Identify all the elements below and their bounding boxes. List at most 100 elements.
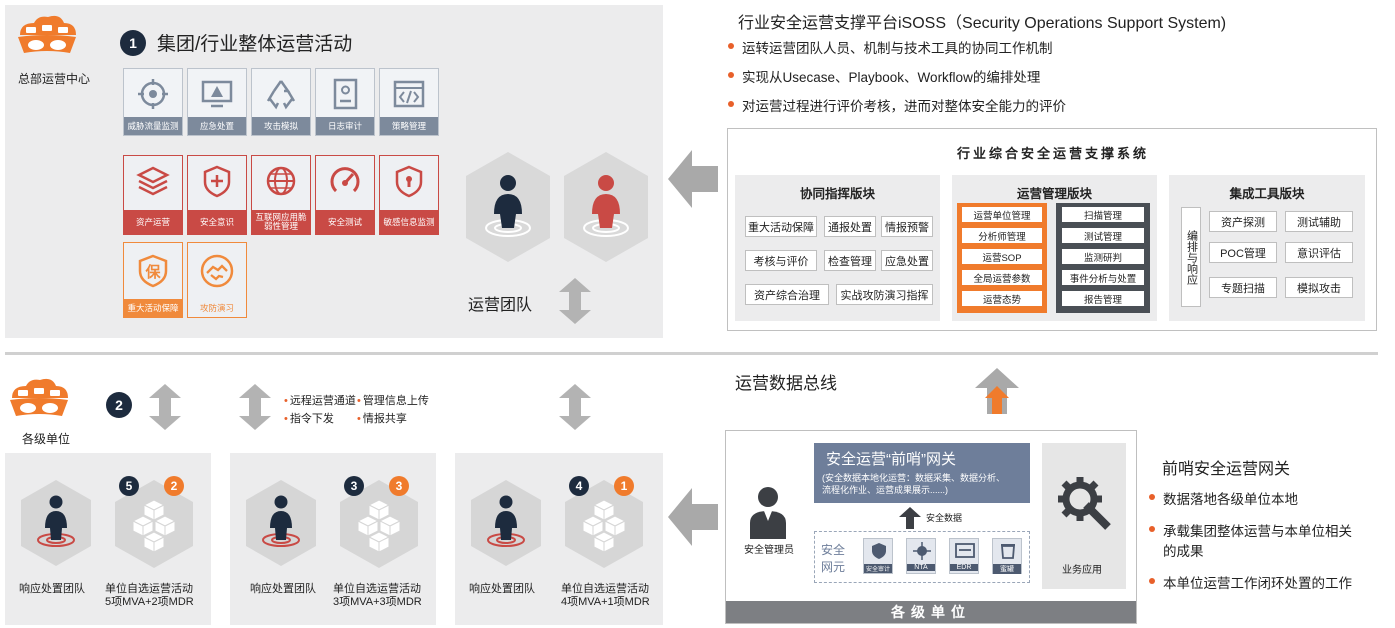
outpost-bullets-2: 本单位运营工作闭环处置的工作 [1149,572,1352,592]
gateway-box: 安全运营“前哨”网关 (安全数据本地化运营：数据采集、数据分析、 流程化作业、运… [814,443,1030,503]
person-icon [45,511,67,540]
tile-attack-drill[interactable]: 攻防演习 [187,242,247,318]
tile-glyph: 保 [144,263,161,281]
ops-right-item[interactable]: 扫描管理 [1062,207,1144,222]
person-red-icon [592,194,620,228]
up-arrow-small-icon [899,507,921,529]
tile-policy[interactable]: 策略管理 [379,68,439,136]
cubes-icon [356,499,402,553]
mdr-count: 3 [389,476,409,496]
shield-lock-icon [395,165,423,198]
vertical-double-arrow-icon [239,384,271,430]
tools-block: 集成工具版块 编排与响应 资产探测 测试辅助 POC管理 意识评估 专题扫描 模… [1169,175,1365,321]
tile-threat-monitor[interactable]: 威胁流量监测 [123,68,183,136]
channel-bullet: 远程运营通道 [284,392,356,408]
activity-hexagon [115,480,193,568]
outpost-bullet: 本单位运营工作闭环处置的工作 [1149,572,1352,592]
element-nta[interactable]: NTA [906,538,936,574]
ops-block-title: 运营管理版块 [1016,187,1092,201]
tile-sensitive-info[interactable]: 敏感信息监测 [379,155,439,235]
gauge-icon [330,167,360,193]
coord-item[interactable]: 考核与评价 [745,250,817,271]
element-honeypot[interactable]: 蜜罐 [992,538,1022,574]
network-icon [913,542,931,560]
element-audit[interactable]: 安全审计 [863,538,893,574]
id-card-icon [333,78,358,110]
vertical-double-arrow-icon [559,278,591,324]
mdr-count: 2 [164,476,184,496]
element-edr[interactable]: EDR [949,538,979,574]
cubes-icon [131,499,177,553]
section-divider [5,352,1378,355]
channel-bullet: 指令下发 [284,410,334,426]
tile-major-event[interactable]: 保 重大活动保障 [123,242,183,318]
ops-right-item[interactable]: 报告管理 [1062,291,1144,306]
admin-label: 安全管理员 [744,545,794,556]
channel-bullet: 管理信息上传 [357,392,429,408]
ops-right-item[interactable]: 事件分析与处置 [1062,270,1144,285]
ops-left-item[interactable]: 运营SOP [962,249,1042,264]
ops-left-item[interactable]: 分析师管理 [962,228,1042,243]
gateway-panel: 各级单位 安全管理员 安全运营“前哨”网关 (安全数据本地化运营：数据采集、数据… [725,430,1137,624]
tile-asset-ops[interactable]: 资产运营 [123,155,183,235]
mdr-count: 1 [614,476,634,496]
response-team-label: 响应处置团队 [469,583,535,595]
tool-item[interactable]: POC管理 [1209,242,1277,263]
gateway-desc-2: 流程化作业、运营成果展示......) [822,485,949,495]
ops-team-label: 运营团队 [468,297,533,314]
tool-item[interactable]: 模拟攻击 [1285,277,1353,298]
coord-item[interactable]: 实战攻防演习指挥 [836,284,933,305]
shield-icon [872,543,886,559]
mva-count: 5 [119,476,139,496]
activity-count-label: 4项MVA+1项MDR [561,596,650,608]
outpost-title: 前哨安全运营网关 [1162,461,1291,478]
tile-log-audit[interactable]: 日志审计 [315,68,375,136]
tile-security-test[interactable]: 安全测试 [315,155,375,235]
tool-item[interactable]: 专题扫描 [1209,277,1277,298]
tool-item[interactable]: 资产探测 [1209,211,1277,232]
response-team-hexagon [21,480,91,566]
ops-left-item[interactable]: 全局运营参数 [962,270,1042,285]
tile-awareness[interactable]: 安全意识 [187,155,247,235]
unit-panel: 3 3 响应处置团队 单位自选运营活动 3项MVA+3项MDR [230,453,436,625]
tile-emergency[interactable]: 应急处置 [187,68,247,136]
mva-count: 4 [569,476,589,496]
hq-title: 集团/行业整体运营活动 [157,34,353,55]
coord-item[interactable]: 资产综合治理 [745,284,829,305]
response-team-label: 响应处置团队 [19,583,85,595]
business-app-box: 业务应用 [1042,443,1126,589]
activity-label: 单位自选运营活动 [105,583,193,595]
ops-left-item[interactable]: 运营态势 [962,291,1042,306]
coord-item[interactable]: 通报处置 [824,216,876,237]
ops-left-item[interactable]: 运营单位管理 [962,207,1042,222]
tool-item[interactable]: 意识评估 [1285,242,1353,263]
coord-item[interactable]: 应急处置 [881,250,933,271]
coord-item[interactable]: 情报预警 [881,216,933,237]
recycle-icon [266,80,296,110]
outpost-bullets: 数据落地各级单位本地 承载集团整体运营与本单位相关 [1149,488,1352,540]
coord-item[interactable]: 重大活动保障 [745,216,817,237]
activity-count-label: 3项MVA+3项MDR [333,596,422,608]
outpost-bullet: 承载集团整体运营与本单位相关 [1149,520,1352,540]
units-cloud-label: 各级单位 [22,432,71,446]
coord-item[interactable]: 检查管理 [824,250,876,271]
ops-right-item[interactable]: 监测研判 [1062,249,1144,264]
admin-person-icon [750,487,786,539]
tool-item[interactable]: 测试辅助 [1285,211,1353,232]
safe-elements-box: 安全 网元 安全审计 NTA EDR 蜜罐 [814,531,1030,583]
ops-right-item[interactable]: 测试管理 [1062,228,1144,243]
hq-cloud-icon [18,15,76,53]
data-bus-title: 运营数据总线 [735,374,837,393]
integrated-ops-system: 行业综合安全运营支撑系统 协同指挥版块 重大活动保障 通报处置 情报预警 考核与… [727,128,1377,331]
hq-step-number: 1 [120,30,146,56]
shield-plus-icon [203,165,231,198]
response-team-hexagon [471,480,541,566]
target-icon [138,79,168,109]
activity-label: 单位自选运营活动 [561,583,649,595]
globe-icon [266,166,296,196]
hq-cloud-label: 总部运营中心 [18,72,91,86]
outpost-bullet: 数据落地各级单位本地 [1149,488,1352,508]
tile-attack-sim[interactable]: 攻击模拟 [251,68,311,136]
tile-web-vuln[interactable]: 互联网应用脆弱性管理 [251,155,311,235]
gateway-footer: 各级单位 [726,601,1136,623]
